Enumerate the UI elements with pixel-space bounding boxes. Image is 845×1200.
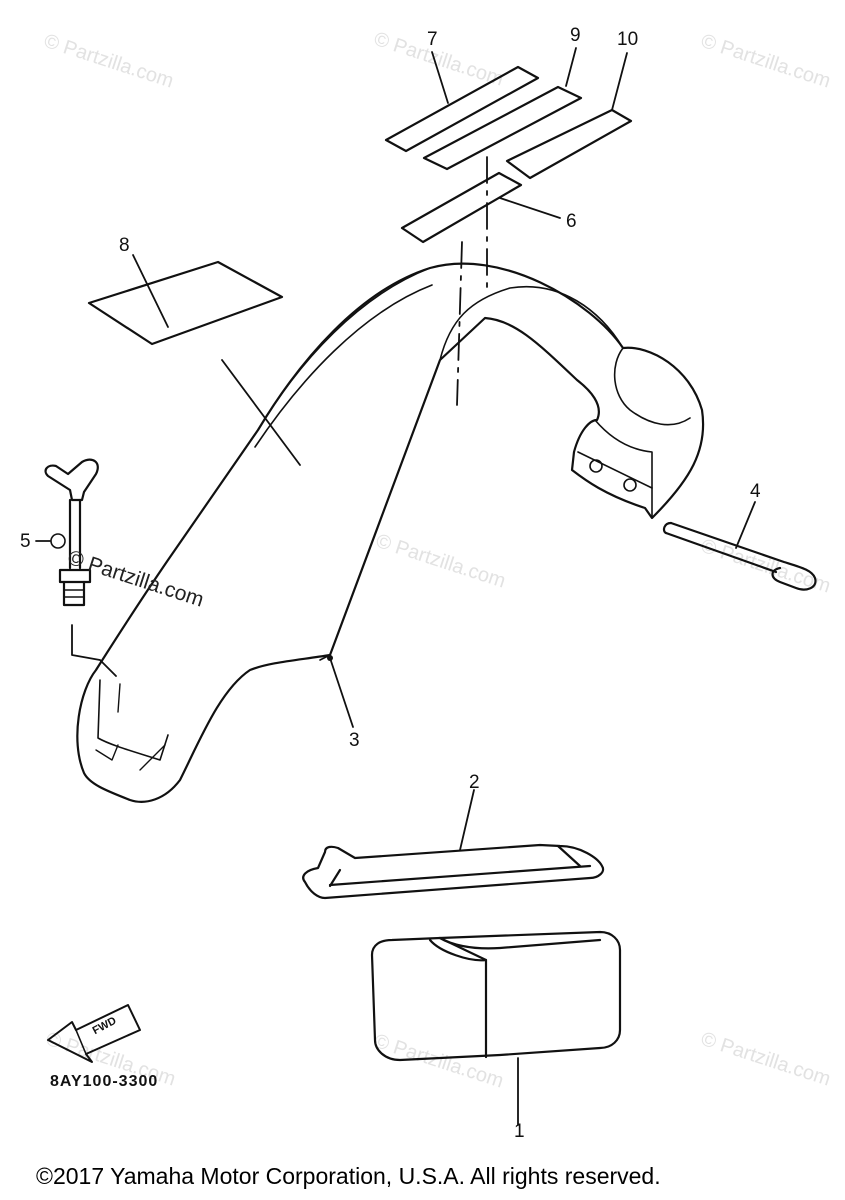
- battery-1: [370, 930, 622, 1062]
- rod-4: [662, 521, 817, 591]
- callout-4: 4: [750, 481, 761, 502]
- copyright-notice: ©2017 Yamaha Motor Corporation, U.S.A. A…: [36, 1163, 661, 1189]
- wing-screw-5: [44, 458, 99, 607]
- rear-fender: [76, 262, 705, 803]
- assembly-line-screw: [71, 624, 117, 677]
- callout-1: 1: [514, 1121, 525, 1142]
- callout-8: 8: [119, 235, 130, 256]
- callout-5: 5: [20, 531, 31, 552]
- callout-6: 6: [566, 211, 577, 232]
- assembly-lines: [456, 156, 488, 406]
- sticker-7: [384, 65, 540, 153]
- sticker-10: [505, 108, 633, 180]
- callout-2: 2: [469, 772, 480, 793]
- sticker-8: [87, 260, 284, 346]
- callout-7: 7: [427, 29, 438, 50]
- sticker-6: [400, 171, 523, 244]
- assembly-line-sticker-8: [221, 359, 301, 466]
- sticker-9: [422, 85, 583, 171]
- callout-9: 9: [570, 25, 581, 46]
- band-2: [302, 843, 605, 900]
- callout-leaders: [35, 47, 756, 1126]
- callout-3: 3: [349, 730, 360, 751]
- callout-10: 10: [617, 29, 639, 50]
- forward-arrow-icon: [47, 1004, 141, 1063]
- diagram-code: 8AY100-3300: [50, 1073, 159, 1090]
